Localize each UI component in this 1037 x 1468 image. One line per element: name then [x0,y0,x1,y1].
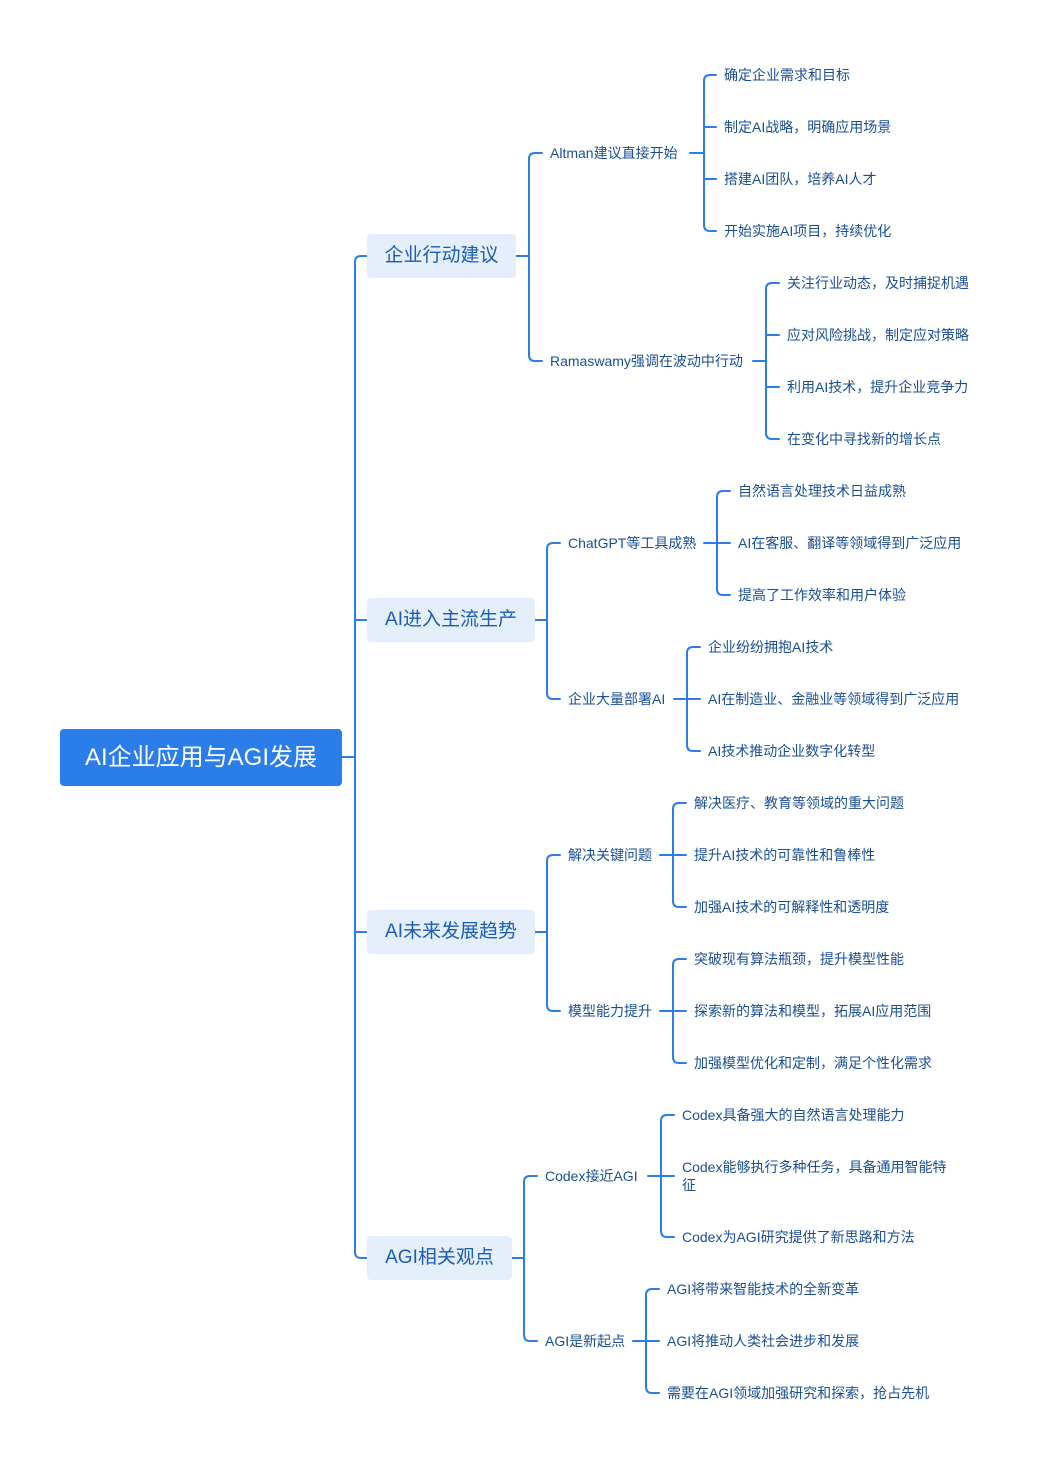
leaf-item[interactable]: 探索新的算法和模型，拓展AI应用范围 [694,1003,932,1019]
leaf-item[interactable]: 需要在AGI领域加强研究和探索，抢占先机 [667,1385,930,1401]
leaf-item[interactable]: 制定AI战略，明确应用场景 [724,119,892,135]
leaf-item[interactable]: 加强AI技术的可解释性和透明度 [694,899,890,915]
branch3-connector-arm-0 [523,1175,538,1183]
branch-enterprise-actions[interactable]: 企业行动建议 [367,234,516,278]
leaf-item[interactable]: AI在制造业、金融业等领域得到广泛应用 [708,691,960,707]
leaf-item[interactable]: AGI将带来智能技术的全新变革 [667,1281,860,1297]
leaf-item[interactable]: 自然语言处理技术日益成熟 [738,483,906,499]
leaf-item[interactable]: AI在客服、翻译等领域得到广泛应用 [738,535,962,551]
subtopic-ramaswamy[interactable]: Ramaswamy强调在波动中行动 [550,353,743,369]
branch-ai-mainstream[interactable]: AI进入主流生产 [367,598,535,642]
branch-ai-future-trends[interactable]: AI未来发展趋势 [367,910,535,954]
leaf-item[interactable]: 企业纷纷拥抱AI技术 [708,639,834,655]
branch0-connector-arm-0 [528,152,543,160]
branch-agi-views[interactable]: AGI相关观点 [367,1236,512,1280]
root-node[interactable]: AI企业应用与AGI发展 [60,729,342,786]
branch3-connector-arm-1 [523,1334,538,1342]
branch1-connector-arm-0 [546,542,561,550]
leaf-item[interactable]: Codex能够执行多种任务，具备通用智能特征 [682,1159,947,1193]
subtopic-agi-new-start[interactable]: AGI是新起点 [545,1333,626,1349]
deploy-connector-arm-2 [686,744,701,752]
keyproblems-connector-arm-0 [672,802,687,810]
branch2-connector-arm-1 [546,1004,561,1012]
leaf-item[interactable]: AGI将推动人类社会进步和发展 [667,1333,860,1349]
leaf-item[interactable]: 解决医疗、教育等领域的重大问题 [694,795,904,811]
subtopic-altman[interactable]: Altman建议直接开始 [550,145,678,161]
subtopic-model-capability[interactable]: 模型能力提升 [568,1003,652,1019]
branch2-connector-arm-0 [546,854,561,862]
leaf-item[interactable]: 关注行业动态，及时捕捉机遇 [787,275,969,291]
leaf-item[interactable]: 开始实施AI项目，持续优化 [724,223,892,239]
leaf-item[interactable]: AI技术推动企业数字化转型 [708,743,876,759]
branch0-connector-arm-1 [528,354,543,362]
agi-connector-arm-0 [645,1288,660,1296]
codex-connector-arm-0 [660,1114,675,1122]
altman-connector-arm-3 [703,224,717,232]
agi-connector-arm-2 [645,1386,660,1394]
leaf-item[interactable]: 确定企业需求和目标 [724,67,850,83]
subtopic-chatgpt[interactable]: ChatGPT等工具成熟 [568,535,697,551]
leaf-item[interactable]: 在变化中寻找新的增长点 [787,431,941,447]
chatgpt-connector-arm-0 [716,490,731,498]
leaf-item[interactable]: Codex为AGI研究提供了新思路和方法 [682,1229,915,1245]
leaf-item[interactable]: 突破现有算法瓶颈，提升模型性能 [694,951,904,967]
deploy-connector-arm-0 [686,646,701,654]
ramaswamy-connector-arm-0 [765,282,780,290]
subtopic-key-problems[interactable]: 解决关键问题 [568,847,652,863]
model-connector-arm-2 [672,1056,687,1064]
leaf-item[interactable]: 提升AI技术的可靠性和鲁棒性 [694,847,876,863]
ramaswamy-connector-arm-3 [765,432,780,440]
root-connector-arm-3 [354,1251,368,1259]
subtopic-codex[interactable]: Codex接近AGI [545,1168,638,1184]
subtopic-enterprise-deploy[interactable]: 企业大量部署AI [568,691,666,707]
altman-connector-arm-0 [703,74,717,82]
model-connector-arm-0 [672,958,687,966]
root-connector-arm-0 [354,255,368,263]
chatgpt-connector-arm-2 [716,588,731,596]
branch1-connector-arm-1 [546,692,561,700]
leaf-item[interactable]: 利用AI技术，提升企业竞争力 [787,379,969,395]
leaf-item[interactable]: Codex具备强大的自然语言处理能力 [682,1107,905,1123]
leaf-item[interactable]: 搭建AI团队，培养AI人才 [724,171,877,187]
codex-connector-arm-2 [660,1230,675,1238]
keyproblems-connector-arm-2 [672,900,687,908]
leaf-item[interactable]: 提高了工作效率和用户体验 [738,587,906,603]
leaf-item[interactable]: 加强模型优化和定制，满足个性化需求 [694,1055,932,1071]
leaf-item[interactable]: 应对风险挑战，制定应对策略 [787,327,969,343]
